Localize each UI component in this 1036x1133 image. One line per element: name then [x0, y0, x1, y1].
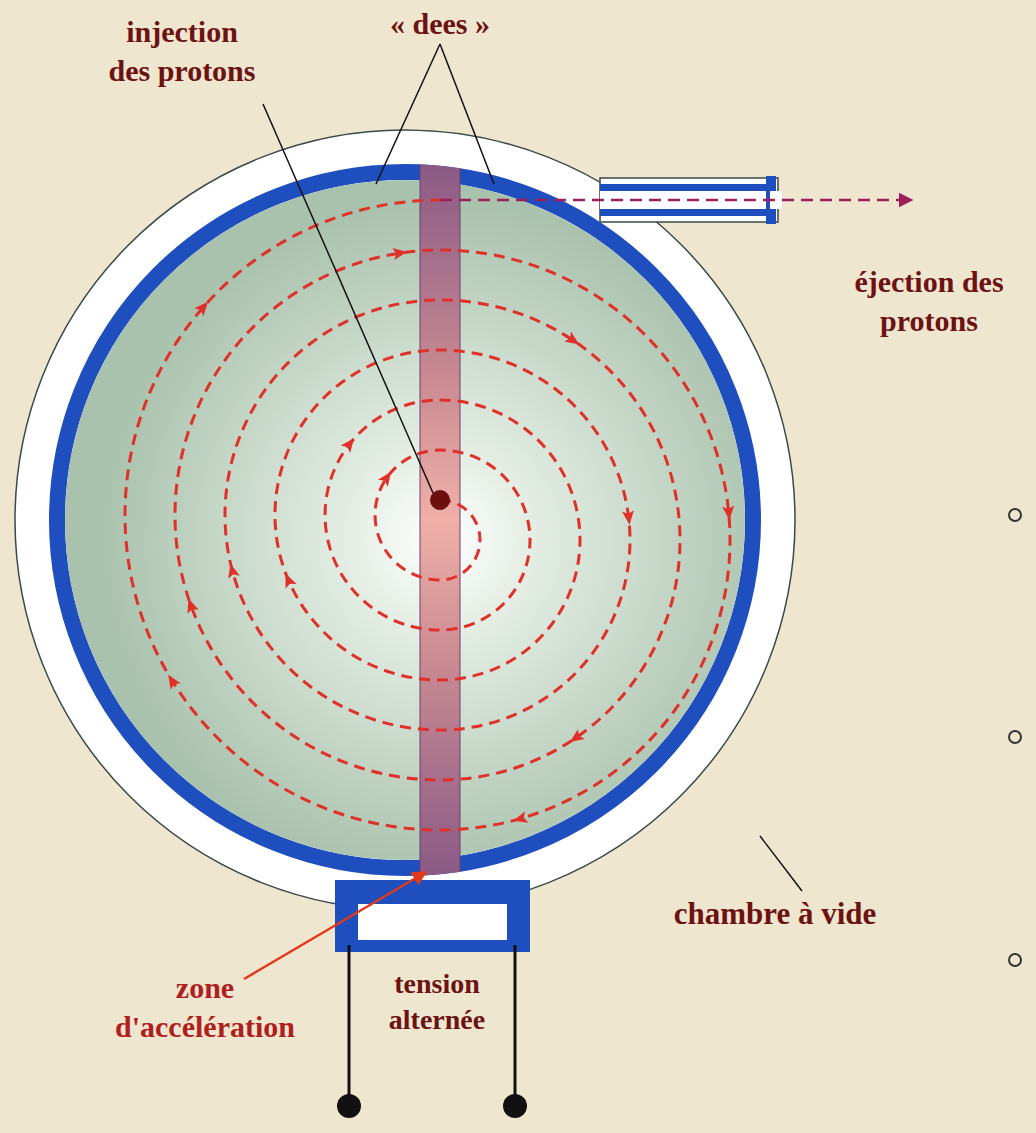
leader-line [440, 44, 494, 184]
direction-arrowhead [622, 510, 636, 525]
leader-line [263, 104, 433, 493]
direction-arrowhead [280, 571, 297, 589]
direction-arrowhead [183, 597, 199, 614]
part-label: chambre à vide [650, 894, 900, 934]
part-label: éjection des protons [836, 262, 1022, 340]
ejection-path [440, 199, 912, 202]
proton-trajectory [125, 200, 735, 830]
voltage-lead [348, 945, 351, 1100]
label-slot: zone d'accélération [100, 968, 310, 1046]
chamber-wall [57, 172, 753, 868]
label-slot: chambre à vide [650, 894, 900, 934]
direction-arrowhead [512, 811, 529, 826]
direction-arrowhead [392, 246, 408, 260]
dees [65, 180, 745, 860]
part-label: zone d'accélération [100, 968, 310, 1046]
leader-line [760, 836, 802, 891]
direction-arrowhead [564, 332, 582, 350]
label-slot: tension alternée [372, 966, 502, 1039]
voltage-lead [514, 945, 517, 1100]
side-marker [1009, 954, 1021, 966]
terminal-block [335, 880, 530, 952]
label-slot: éjection des protons [836, 262, 1022, 340]
direction-arrowhead [341, 435, 359, 453]
terminal-gap [358, 904, 507, 940]
vacuum-chamber [15, 130, 795, 910]
side-marker [1009, 731, 1021, 743]
direction-arrowhead [163, 671, 181, 689]
terminal-dot [337, 1094, 361, 1118]
side-marker [1009, 509, 1021, 521]
spiral-path [125, 200, 730, 830]
direction-arrowhead [378, 468, 396, 486]
part-label: « dees » [370, 4, 510, 43]
leader-line [376, 44, 440, 184]
pointer-arrow [244, 872, 426, 979]
label-slot: « dees » [370, 4, 510, 43]
part-label: tension alternée [372, 966, 502, 1039]
terminal-dot [503, 1094, 527, 1118]
part-label: injection des protons [105, 12, 259, 90]
direction-arrowhead [225, 562, 240, 579]
direction-arrowhead [566, 729, 584, 747]
label-slot: injection des protons [105, 12, 259, 90]
direction-arrowhead [194, 298, 212, 316]
direction-arrowhead [722, 506, 735, 521]
